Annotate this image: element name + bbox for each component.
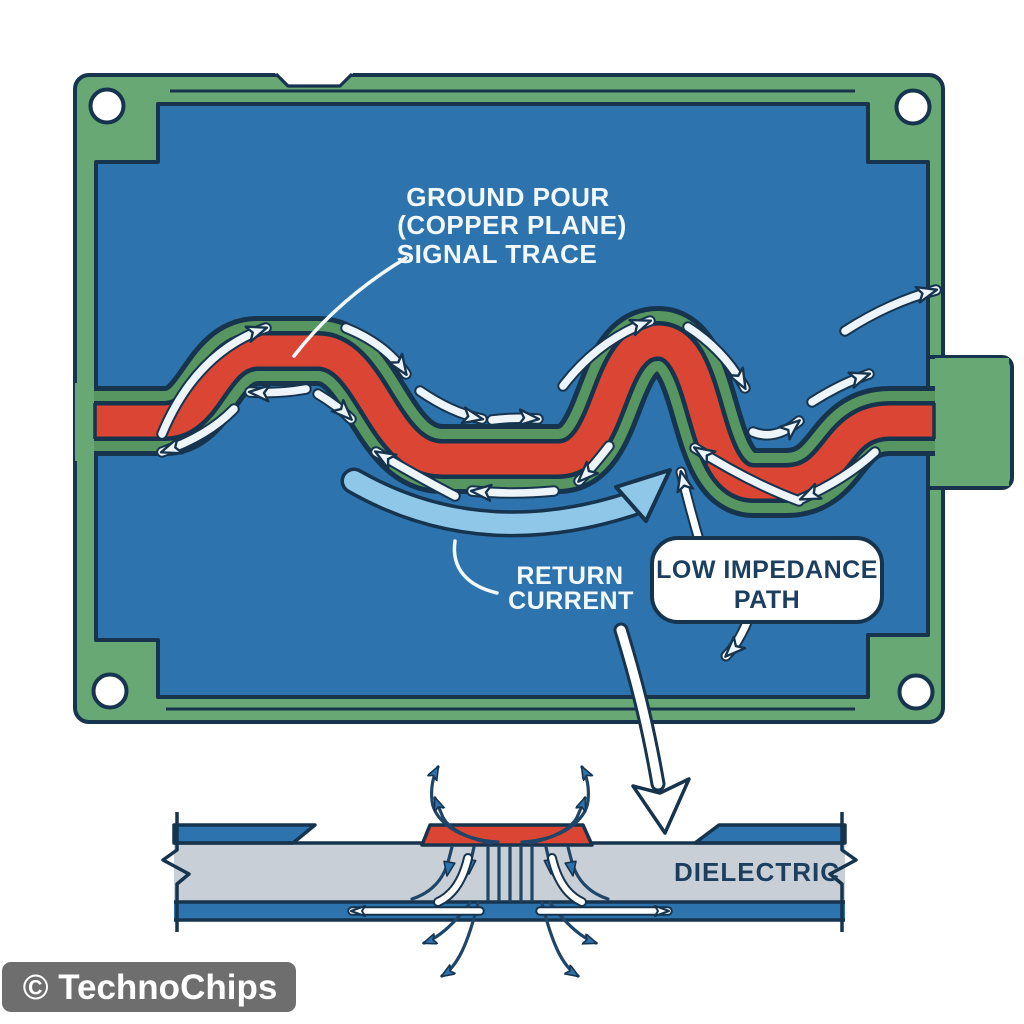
watermark: © TechnoChips <box>2 962 296 1012</box>
pcb-cross-section: DIELECTRIC <box>161 767 858 978</box>
mounting-hole-top-right <box>894 88 932 126</box>
section-pointer-arrow <box>613 622 691 835</box>
trace-copper-red <box>86 325 938 499</box>
ground-plane-layer <box>174 902 845 920</box>
signal-trace <box>75 306 1009 518</box>
signal-trace-label: SIGNAL TRACE <box>397 239 598 269</box>
break-edge-right <box>828 812 858 932</box>
return-current-main-arrow <box>340 467 672 538</box>
ground-pour-label-line1: GROUND POUR <box>406 182 609 212</box>
return-current-label-line2: CURRENT <box>508 587 634 615</box>
return-current-flow-arrows <box>156 284 942 507</box>
section-pointer-arrowhead <box>631 777 691 835</box>
board-edge-notch-outline <box>274 72 354 88</box>
low-impedance-path-callout: LOW IMPEDANCE PATH <box>650 466 884 662</box>
mounting-hole-bottom-left <box>91 672 129 710</box>
top-copper-right <box>693 823 847 845</box>
low-impedance-label-line1: LOW IMPEDANCE <box>656 556 878 584</box>
trace-cross-section <box>420 823 594 847</box>
board-edge-notch <box>274 72 354 86</box>
watermark-text: © TechnoChips <box>23 968 278 1007</box>
return-current-arrowhead <box>614 468 672 523</box>
dielectric-label: DIELECTRIC <box>674 857 840 887</box>
watermark-background <box>2 962 296 1012</box>
mounting-hole-bottom-right <box>897 673 935 711</box>
mounting-hole-top-left <box>88 87 126 125</box>
return-current-leader-line <box>452 539 499 595</box>
ground-plane-current-arrows <box>347 853 673 917</box>
callout-bubble <box>650 536 884 624</box>
low-impedance-label-line2: PATH <box>734 586 800 614</box>
top-copper-left <box>172 823 317 845</box>
ground-pour-label-line2: (COPPER PLANE) <box>397 210 626 240</box>
trace-right-end-patch <box>935 358 1009 486</box>
trace-left-end-patch <box>75 383 94 461</box>
return-current-label-line1: RETURN <box>516 562 623 590</box>
signal-trace-leader-line <box>292 256 408 358</box>
break-edge-left <box>161 812 191 932</box>
